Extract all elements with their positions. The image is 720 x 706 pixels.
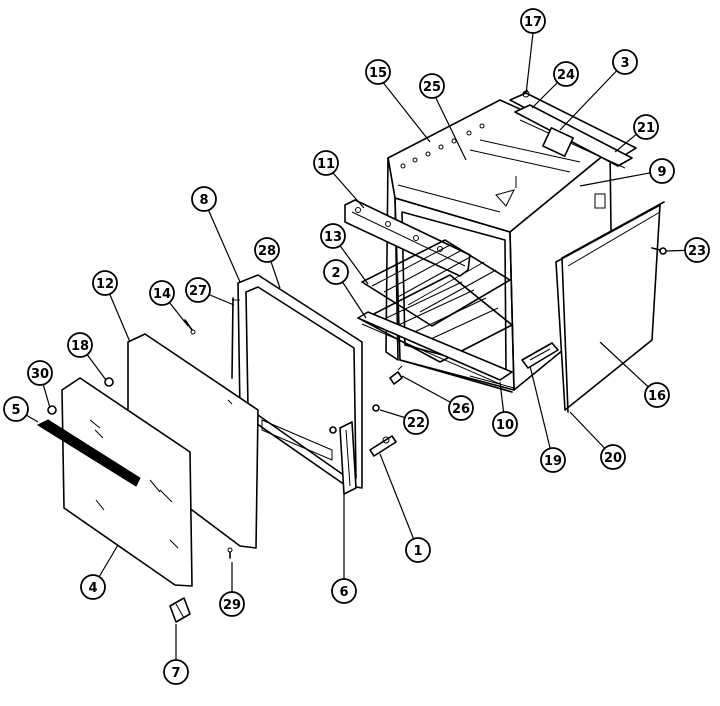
svg-text:7: 7 <box>171 666 180 681</box>
hinge-pin-1 <box>369 435 397 457</box>
callout-26: 26 <box>448 395 474 421</box>
door-hinge-6 <box>339 421 357 495</box>
screw-29 <box>227 547 233 559</box>
callout-25: 25 <box>419 73 445 99</box>
door-handle-5 <box>36 405 141 487</box>
callout-30: 30 <box>27 360 53 386</box>
svg-text:18: 18 <box>71 339 89 354</box>
callout-22: 22 <box>403 409 429 435</box>
svg-text:12: 12 <box>96 277 114 292</box>
callout-13: 13 <box>320 223 346 249</box>
latch-7 <box>169 597 191 623</box>
svg-text:1: 1 <box>413 544 422 559</box>
bumper-18 <box>104 377 114 387</box>
svg-text:14: 14 <box>153 287 171 302</box>
svg-text:4: 4 <box>88 581 97 596</box>
outer-door-4 <box>61 377 193 587</box>
screw-23 <box>659 247 667 255</box>
svg-text:27: 27 <box>189 284 207 299</box>
svg-text:23: 23 <box>688 244 706 259</box>
callout-8: 8 <box>191 186 217 212</box>
svg-text:16: 16 <box>648 389 666 404</box>
callout-29: 29 <box>219 591 245 617</box>
callout-12: 12 <box>92 270 118 296</box>
callout-16: 16 <box>644 382 670 408</box>
svg-text:25: 25 <box>423 80 441 95</box>
screw-22-b <box>329 426 337 434</box>
callout-27: 27 <box>185 277 211 303</box>
svg-text:2: 2 <box>331 266 340 281</box>
svg-text:28: 28 <box>258 244 276 259</box>
callout-19: 19 <box>540 447 566 473</box>
svg-text:26: 26 <box>452 402 470 417</box>
callout-5: 5 <box>3 396 29 422</box>
callout-3: 3 <box>612 49 638 75</box>
callout-11: 11 <box>313 150 339 176</box>
svg-text:17: 17 <box>524 15 542 30</box>
svg-text:15: 15 <box>369 66 387 81</box>
svg-text:13: 13 <box>324 230 342 245</box>
clip-26 <box>389 365 403 385</box>
svg-text:8: 8 <box>199 193 208 208</box>
callout-20: 20 <box>600 444 626 470</box>
svg-text:10: 10 <box>496 418 514 433</box>
svg-text:3: 3 <box>620 56 629 71</box>
callout-6: 6 <box>331 578 357 604</box>
svg-text:20: 20 <box>604 451 622 466</box>
svg-text:9: 9 <box>657 165 666 180</box>
callout-18: 18 <box>67 332 93 358</box>
callout-23: 23 <box>684 237 710 263</box>
screw-14 <box>184 319 196 335</box>
callout-14: 14 <box>149 280 175 306</box>
hinge-19 <box>521 342 559 369</box>
callout-10: 10 <box>492 411 518 437</box>
screw-23-shaft <box>651 247 661 251</box>
svg-text:19: 19 <box>544 454 562 469</box>
callout-2: 2 <box>323 259 349 285</box>
svg-text:6: 6 <box>339 585 348 600</box>
callout-24: 24 <box>553 61 579 87</box>
svg-text:22: 22 <box>407 416 425 431</box>
side-panel-16 <box>555 201 665 413</box>
callout-1: 1 <box>405 537 431 563</box>
svg-text:21: 21 <box>637 121 655 136</box>
callout-17: 17 <box>520 8 546 34</box>
oven-rack <box>357 239 513 385</box>
svg-text:11: 11 <box>317 157 335 172</box>
callout-4: 4 <box>80 574 106 600</box>
screw-22 <box>372 404 380 412</box>
callout-15: 15 <box>365 59 391 85</box>
svg-text:30: 30 <box>31 367 49 382</box>
callout-28: 28 <box>254 237 280 263</box>
svg-text:29: 29 <box>223 598 241 613</box>
callout-21: 21 <box>633 114 659 140</box>
callout-7: 7 <box>163 659 189 685</box>
bracket-11 <box>344 199 471 277</box>
rear-rail-assembly <box>509 89 637 169</box>
callout-9: 9 <box>649 158 675 184</box>
svg-text:5: 5 <box>11 403 20 418</box>
svg-text:24: 24 <box>557 68 575 83</box>
